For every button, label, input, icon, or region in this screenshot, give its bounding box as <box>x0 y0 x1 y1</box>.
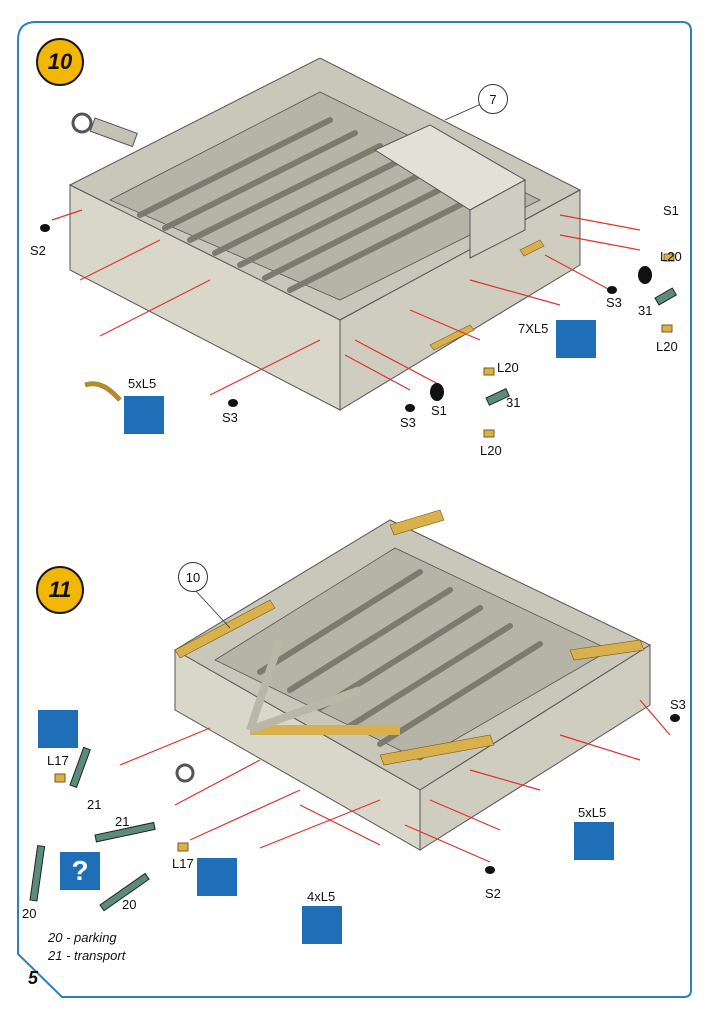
label-part-31: 31 <box>506 395 521 410</box>
glue-icon <box>302 906 342 944</box>
label-s1: S1 <box>431 403 447 418</box>
step10-screw-arrows <box>51 209 641 396</box>
legend-parking: 20 - parking <box>48 930 117 945</box>
part-20-strut <box>29 844 46 902</box>
screw-icon <box>638 266 652 284</box>
part-l20 <box>663 253 675 262</box>
label-part-21: 21 <box>115 814 130 829</box>
label-s1: S1 <box>663 203 679 218</box>
part-l17 <box>54 773 66 783</box>
label-l20: L20 <box>660 249 682 264</box>
step11-deck-ribs <box>257 569 543 747</box>
label-5xl5: 5xL5 <box>128 376 157 391</box>
label-l20: L20 <box>497 360 519 375</box>
part-21-strut <box>69 746 91 789</box>
screw-icon <box>40 224 50 232</box>
screw-icon <box>430 383 444 401</box>
part-l20 <box>483 429 495 438</box>
step11-screw-arrows <box>119 699 671 863</box>
label-part-20: 20 <box>122 897 137 912</box>
part-20-strut <box>99 872 150 912</box>
label-s3: S3 <box>400 415 416 430</box>
glue-icon <box>197 858 237 896</box>
part-l17 <box>177 842 189 852</box>
step10-callout-part-7: 7 <box>478 84 508 114</box>
label-s3: S3 <box>222 410 238 425</box>
label-part-31: 31 <box>638 303 653 318</box>
label-s2: S2 <box>485 886 501 901</box>
part-photoetch-latch <box>84 381 122 402</box>
step10-deck-ribs <box>137 117 483 293</box>
glue-icon <box>124 396 164 434</box>
screw-icon <box>670 714 680 722</box>
label-4xl5: 4xL5 <box>307 889 336 904</box>
step-10-number: 10 <box>47 49 73 74</box>
label-part-20: 20 <box>22 906 37 921</box>
screw-icon <box>228 399 238 407</box>
glue-icon <box>574 822 614 860</box>
step11-tow-ring <box>175 763 195 783</box>
label-s3: S3 <box>670 697 686 712</box>
part-l20 <box>661 324 673 333</box>
step11-callout-part-10: 10 <box>178 562 208 592</box>
screw-icon <box>485 866 495 874</box>
part-31-bracket <box>654 287 678 306</box>
step11-trail-arms <box>246 638 400 735</box>
part-21-strut <box>94 821 156 843</box>
step11-hull-right-face <box>419 644 651 851</box>
label-s3: S3 <box>606 295 622 310</box>
label-l17: L17 <box>172 856 194 871</box>
page-number: 5 <box>28 968 39 988</box>
label-l17: L17 <box>47 753 69 768</box>
step-11-number: 11 <box>48 577 72 602</box>
step10-photoetch-strip <box>429 324 475 351</box>
step-10-badge: 10 <box>36 38 84 86</box>
legend-transport: 21 - transport <box>48 948 126 963</box>
label-l20: L20 <box>656 339 678 354</box>
label-part-21: 21 <box>87 797 102 812</box>
step10-tow-ring <box>71 112 93 134</box>
question-icon: ? <box>60 852 100 890</box>
label-l20: L20 <box>480 443 502 458</box>
label-7xl5: 7XL5 <box>518 321 549 336</box>
screw-icon <box>405 404 415 412</box>
glue-icon <box>38 710 78 748</box>
label-s2: S2 <box>30 243 46 258</box>
step-11-badge: 11 <box>36 566 84 614</box>
screw-icon <box>607 286 617 294</box>
part-l20 <box>483 367 495 376</box>
part-31-bracket <box>485 388 510 406</box>
label-5xl5: 5xL5 <box>578 805 607 820</box>
glue-icon <box>556 320 596 358</box>
